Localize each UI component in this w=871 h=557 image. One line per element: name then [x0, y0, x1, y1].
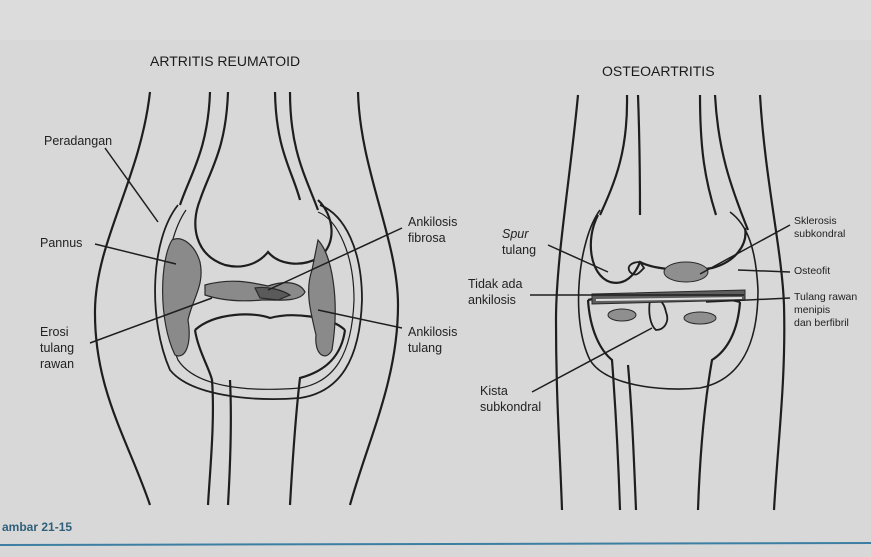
label-kista-2: subkondral [480, 400, 541, 414]
label-ankilosis-tulang-1: Ankilosis [408, 325, 457, 339]
label-pannus: Pannus [40, 236, 82, 250]
label-erosi-3: rawan [40, 357, 74, 371]
osteoarthritis-title: OSTEOARTRITIS [602, 63, 715, 79]
label-spur-2: tulang [502, 243, 536, 257]
label-ankilosis-fibrosa-2: fibrosa [408, 231, 446, 245]
label-sklerosis-1: Sklerosis [794, 215, 837, 227]
rheumatoid-title: ARTRITIS REUMATOID [150, 53, 300, 69]
label-erosi-1: Erosi [40, 325, 68, 339]
label-tidak-ada-2: ankilosis [468, 293, 516, 307]
label-peradangan: Peradangan [44, 134, 112, 148]
label-tulang-rawan-2: menipis [794, 304, 830, 316]
label-osteofit: Osteofit [794, 265, 830, 277]
label-tidak-ada-1: Tidak ada [468, 277, 522, 291]
label-kista-1: Kista [480, 384, 508, 398]
label-spur-1: Spur [502, 227, 529, 241]
label-tulang-rawan-3: dan berfibril [794, 317, 849, 329]
label-tulang-rawan-1: Tulang rawan [794, 291, 857, 303]
label-sklerosis-2: subkondral [794, 228, 845, 240]
label-ankilosis-tulang-2: tulang [408, 341, 442, 355]
label-erosi-2: tulang [40, 341, 74, 355]
figure-caption: ambar 21-15 [2, 520, 72, 534]
label-ankilosis-fibrosa-1: Ankilosis [408, 215, 457, 229]
